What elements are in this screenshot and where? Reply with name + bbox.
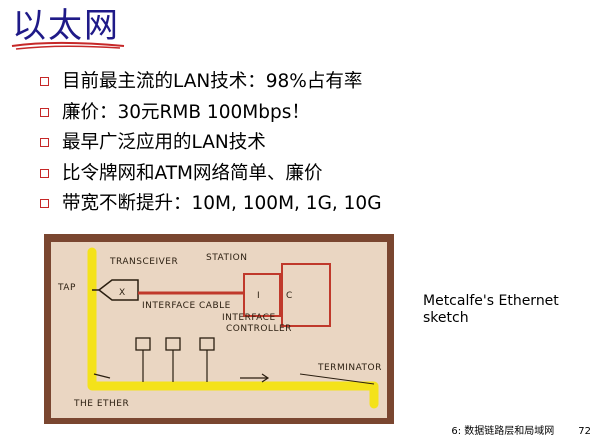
bullet-item: 带宽不断提升：10M, 100M, 1G, 10G: [36, 190, 382, 221]
interface-controller-label-2: CONTROLLER: [226, 324, 292, 334]
square-bullet-icon: [40, 199, 49, 208]
bullet-item: 最早广泛应用的LAN技术: [36, 129, 382, 160]
bullet-text: 带宽不断提升：10M, 100M, 1G, 10G: [62, 193, 382, 214]
signal-arrow: [93, 373, 111, 379]
interface-controller-label-1: INTERFACE: [222, 313, 276, 323]
bullet-text: 目前最主流的LAN技术：98%占有率: [62, 71, 363, 92]
transceiver-box: [97, 279, 139, 301]
bullet-list: 目前最主流的LAN技术：98%占有率 廉价：30元RMB 100Mbps！ 最早…: [36, 68, 382, 221]
transceiver-label: TRANSCEIVER: [109, 257, 178, 267]
x-label: X: [119, 288, 126, 298]
tap-label: TAP: [57, 283, 76, 293]
terminator-label: TERMINATOR: [317, 363, 382, 373]
the-ether-label: THE ETHER: [73, 399, 129, 409]
ether-cable: [87, 247, 379, 409]
bullet-item: 廉价：30元RMB 100Mbps！: [36, 99, 382, 130]
bullet-text: 最早广泛应用的LAN技术: [62, 132, 266, 153]
sketch-caption: Metcalfe's Ethernet sketch: [423, 293, 593, 327]
interface-box: [243, 273, 281, 317]
sketch-paper: [51, 242, 387, 418]
i-label: I: [257, 291, 260, 301]
bullet-item: 目前最主流的LAN技术：98%占有率: [36, 68, 382, 99]
square-bullet-icon: [40, 107, 49, 117]
bullet-text: 廉价：30元RMB 100Mbps！: [62, 101, 310, 123]
slide-footer: 6: 数据链路层和局域网 72: [451, 422, 591, 437]
signal-arrow: [240, 373, 270, 383]
square-bullet-icon: [40, 77, 49, 86]
terminator-pointer: [299, 373, 375, 385]
interface-cable-label: INTERFACE CABLE: [142, 301, 231, 311]
title-underline: [11, 42, 125, 50]
square-bullet-icon: [40, 168, 49, 178]
page-number: 72: [578, 426, 591, 437]
c-label: C: [286, 291, 293, 301]
square-bullet-icon: [40, 138, 49, 147]
sketch-caption-line2: sketch: [423, 310, 469, 326]
bullet-text: 比令牌网和ATM网络简单、廉价: [62, 162, 323, 184]
slide-title: 以太网: [12, 6, 120, 46]
station-box: [281, 263, 331, 327]
station-label: STATION: [206, 253, 247, 263]
ethernet-sketch: X I C TRANSCEIVER STATION TAP INTERFACE …: [44, 234, 394, 424]
sketch-caption-line1: Metcalfe's Ethernet: [423, 293, 559, 309]
footer-text: 6: 数据链路层和局域网: [451, 426, 555, 437]
bullet-item: 比令牌网和ATM网络简单、廉价: [36, 160, 382, 191]
